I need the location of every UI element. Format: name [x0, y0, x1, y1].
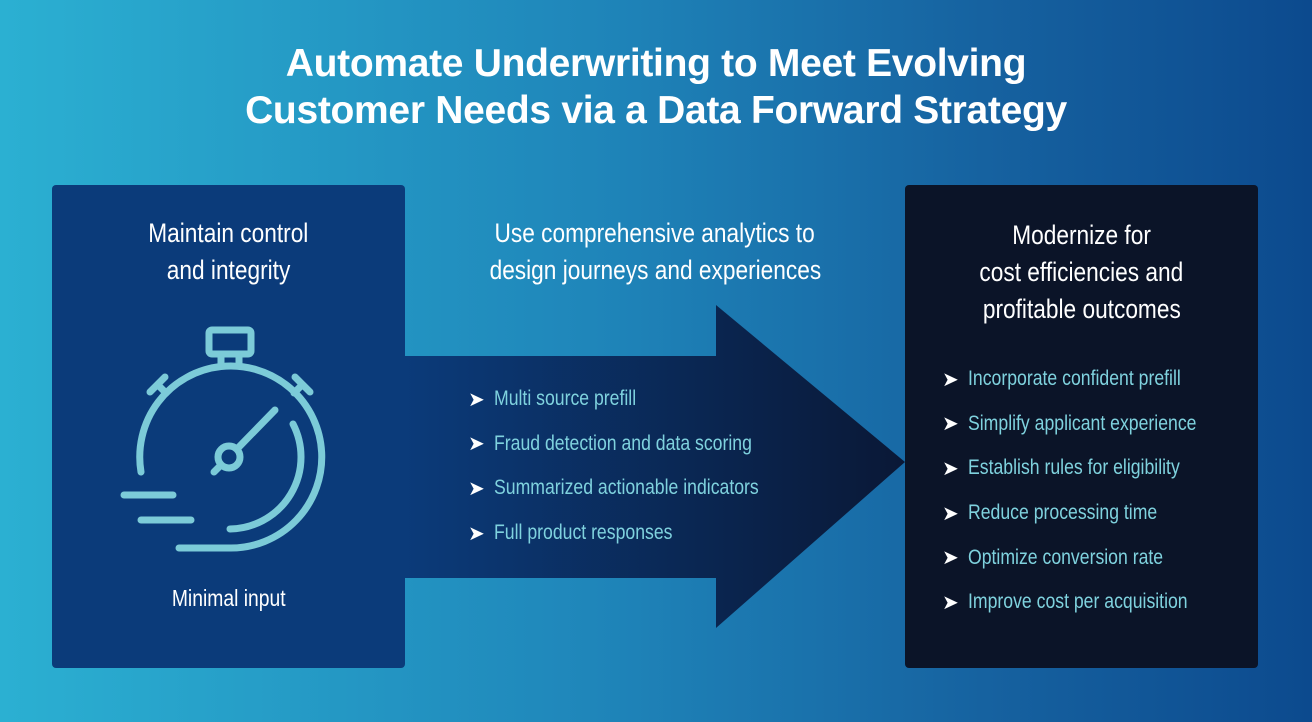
bullet-arrow-icon: ➤: [942, 547, 959, 570]
list-item: ➤Fraud detection and data scoring: [468, 431, 752, 456]
list-item: ➤Establish rules for eligibility: [942, 456, 1180, 480]
list-item: ➤Multi source prefill: [468, 387, 637, 411]
list-item: ➤Improve cost per acquisition: [942, 590, 1188, 614]
left-heading: Maintain control and integrity: [148, 218, 309, 285]
right-panel: [905, 185, 1258, 668]
bullet-arrow-icon: ➤: [942, 591, 959, 614]
bullet-arrow-icon: ➤: [468, 522, 485, 545]
list-item: ➤Incorporate confident prefill: [942, 367, 1181, 391]
list-item: ➤Simplify applicant experience: [942, 411, 1197, 436]
bullet-arrow-icon: ➤: [942, 368, 959, 391]
left-panel: [52, 185, 405, 668]
flow-arrow: [404, 305, 905, 628]
list-item: ➤Summarized actionable indicators: [468, 476, 759, 500]
left-caption: Minimal input: [171, 585, 286, 611]
bullet-arrow-icon: ➤: [942, 457, 959, 480]
list-item: ➤Optimize conversion rate: [942, 545, 1164, 570]
list-item: ➤Reduce processing time: [942, 501, 1158, 525]
page-title: Automate Underwriting to Meet Evolving C…: [245, 42, 1067, 132]
stopwatch-icon: [120, 326, 326, 552]
right-bullets: ➤Incorporate confident prefill ➤Simplify…: [942, 357, 1240, 625]
bullet-arrow-icon: ➤: [942, 502, 959, 525]
middle-heading: Use comprehensive analytics to design jo…: [489, 218, 821, 285]
bullet-arrow-icon: ➤: [468, 433, 485, 456]
bullet-arrow-icon: ➤: [942, 413, 959, 436]
bullet-arrow-icon: ➤: [468, 477, 485, 500]
list-item: ➤Full product responses: [468, 521, 673, 545]
bullet-arrow-icon: ➤: [468, 388, 485, 411]
right-heading: Modernize for cost efficiencies and prof…: [979, 220, 1184, 324]
middle-bullets: ➤Multi source prefill ➤Fraud detection a…: [468, 377, 809, 555]
